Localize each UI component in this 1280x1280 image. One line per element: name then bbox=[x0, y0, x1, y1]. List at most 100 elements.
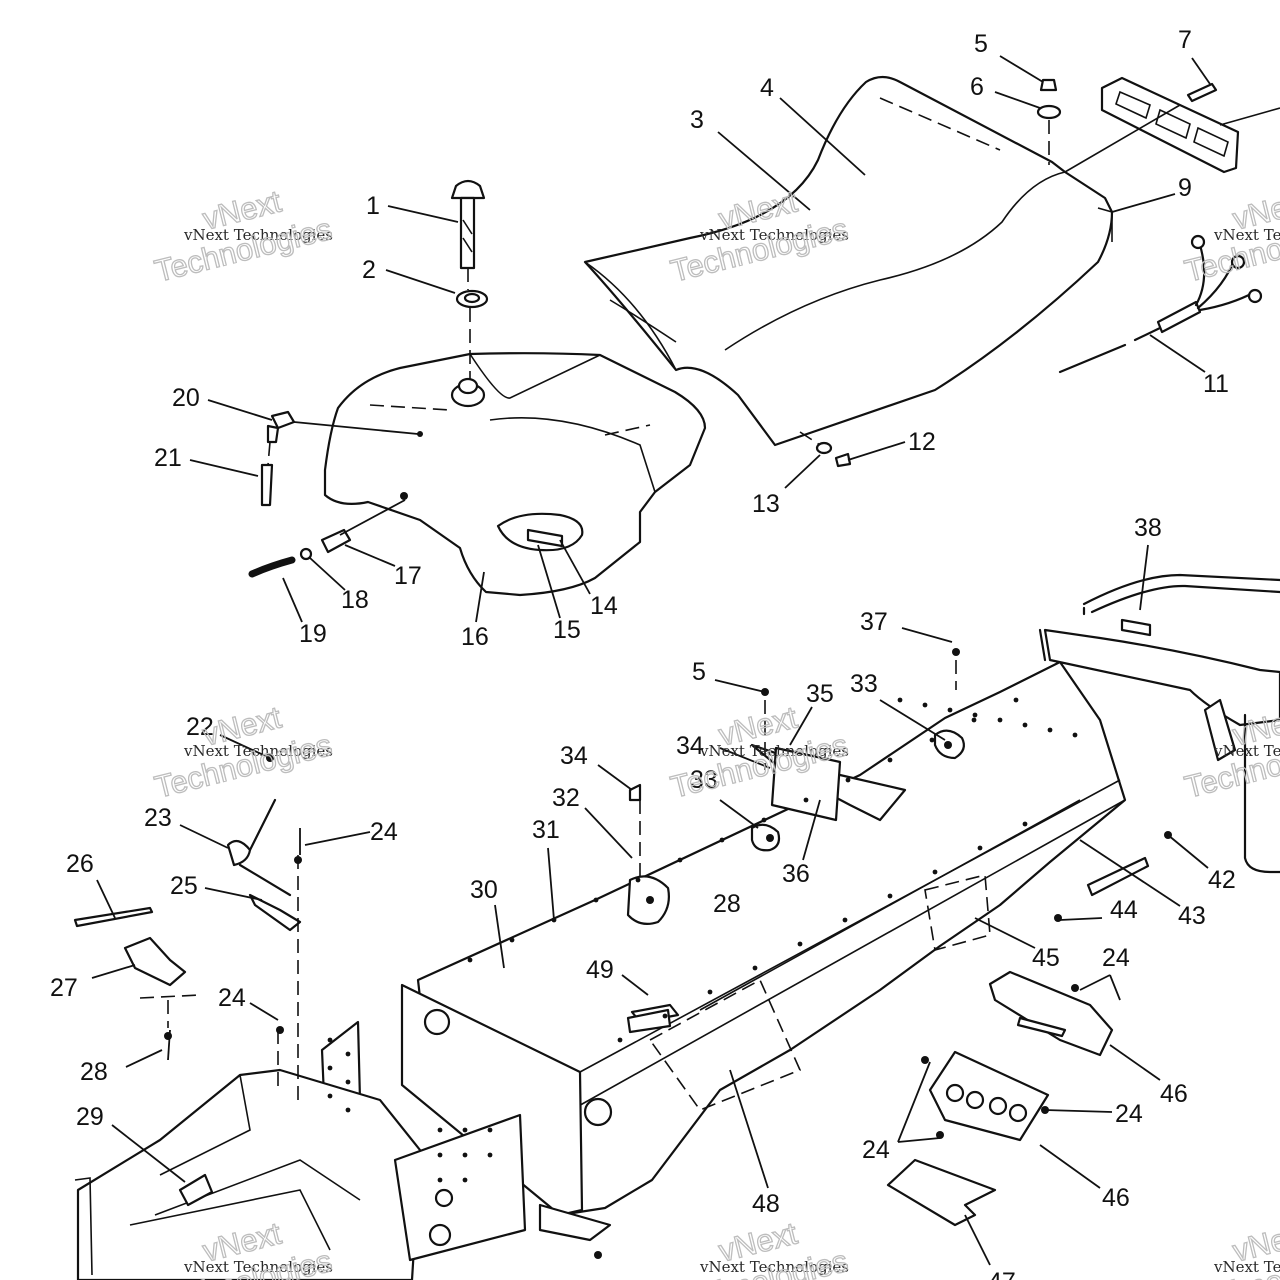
callout-21: 21 bbox=[154, 444, 182, 472]
rivet-dot bbox=[932, 869, 938, 875]
rivet-dot bbox=[997, 717, 1003, 723]
rivet-dot bbox=[752, 965, 758, 971]
callout-25: 25 bbox=[170, 872, 198, 900]
rivet-dot bbox=[845, 777, 851, 783]
rivet-dot bbox=[803, 797, 809, 803]
callout-2: 2 bbox=[362, 256, 376, 284]
rivet-dot bbox=[345, 1079, 351, 1085]
callout-14: 14 bbox=[590, 592, 618, 620]
callout-35: 35 bbox=[806, 680, 834, 708]
callout-5: 5 bbox=[974, 30, 988, 58]
rivet-dot bbox=[972, 712, 978, 718]
fasteners bbox=[139, 648, 1172, 1259]
rivet-dot bbox=[327, 1037, 333, 1043]
callout-7: 7 bbox=[1178, 26, 1192, 54]
rivet-dot bbox=[662, 1013, 668, 1019]
callout-28-b: 28 bbox=[80, 1058, 108, 1086]
callout-24-a: 24 bbox=[370, 818, 398, 846]
rivet-dots bbox=[327, 697, 1078, 1183]
callout-numbers: 1 2 3 4 5 6 7 9 11 12 13 14 15 16 17 18 … bbox=[50, 26, 1236, 1280]
svg-text:vNext Technologies: vNext Technologies bbox=[1213, 226, 1280, 244]
callout-31: 31 bbox=[532, 816, 560, 844]
callout-33-a: 33 bbox=[850, 670, 878, 698]
callout-24-b: 24 bbox=[218, 984, 246, 1012]
svg-text:vNext Technologies: vNext Technologies bbox=[1213, 742, 1280, 760]
tunnel-rear-section bbox=[1043, 573, 1280, 874]
callout-38: 38 bbox=[1134, 514, 1162, 542]
callout-34-a: 34 bbox=[560, 742, 588, 770]
rivet-dot bbox=[977, 845, 983, 851]
rivet-dot bbox=[437, 1127, 443, 1133]
callout-4: 4 bbox=[760, 74, 774, 102]
callout-27: 27 bbox=[50, 974, 78, 1002]
rivet-dot bbox=[707, 989, 713, 995]
rivet-dot bbox=[1013, 697, 1019, 703]
rivet-dot bbox=[345, 1107, 351, 1113]
seat bbox=[583, 75, 1114, 447]
front-frame bbox=[74, 983, 613, 1280]
callout-16: 16 bbox=[461, 623, 489, 651]
callout-5-b: 5 bbox=[692, 658, 706, 686]
rivet-dot bbox=[327, 1065, 333, 1071]
callout-28-a: 28 bbox=[713, 890, 741, 918]
callout-13: 13 bbox=[752, 490, 780, 518]
callout-18: 18 bbox=[341, 586, 369, 614]
callout-44: 44 bbox=[1110, 896, 1138, 924]
callout-37: 37 bbox=[860, 608, 888, 636]
rivet-dot bbox=[509, 937, 515, 943]
callout-46-b: 46 bbox=[1102, 1184, 1130, 1212]
callout-24-e: 24 bbox=[862, 1136, 890, 1164]
rivet-dot bbox=[462, 1152, 468, 1158]
svg-text:vNext Technologies: vNext Technologies bbox=[183, 742, 333, 760]
callout-49: 49 bbox=[586, 956, 614, 984]
rivet-dot bbox=[327, 1093, 333, 1099]
fuel-fittings bbox=[248, 410, 419, 578]
tail-light-bracket bbox=[1100, 76, 1280, 174]
rivet-dot bbox=[617, 1037, 623, 1043]
callout-23: 23 bbox=[144, 804, 172, 832]
rivet-dot bbox=[1022, 821, 1028, 827]
rivet-dot bbox=[677, 857, 683, 863]
callout-43: 43 bbox=[1178, 902, 1206, 930]
watermark: vNext vNext Technologies Technologies bbox=[151, 183, 336, 290]
rivet-dot bbox=[947, 707, 953, 713]
rivet-dot bbox=[487, 1152, 493, 1158]
rivet-dot bbox=[842, 917, 848, 923]
callout-30: 30 bbox=[470, 876, 498, 904]
rivet-dot bbox=[929, 737, 935, 743]
rivet-dot bbox=[897, 697, 903, 703]
rivet-dot bbox=[593, 897, 599, 903]
rivet-dot bbox=[467, 957, 473, 963]
rivet-dot bbox=[761, 817, 767, 823]
callout-3: 3 bbox=[690, 106, 704, 134]
callout-22: 22 bbox=[186, 713, 214, 741]
callout-11: 11 bbox=[1203, 370, 1229, 398]
brackets bbox=[73, 729, 965, 987]
rivet-dot bbox=[462, 1177, 468, 1183]
svg-text:vNext Technologies: vNext Technologies bbox=[699, 226, 849, 244]
callout-47: 47 bbox=[988, 1268, 1016, 1280]
rivet-dot bbox=[462, 1127, 468, 1133]
callout-32: 32 bbox=[552, 784, 580, 812]
callout-42: 42 bbox=[1208, 866, 1236, 894]
callout-33-b: 33 bbox=[690, 766, 718, 794]
svg-text:vNext Technologies: vNext Technologies bbox=[183, 1258, 333, 1276]
callout-29: 29 bbox=[76, 1103, 104, 1131]
rivet-dot bbox=[437, 1152, 443, 1158]
callout-9: 9 bbox=[1178, 174, 1192, 202]
rivet-dot bbox=[487, 1127, 493, 1133]
skid-plates bbox=[626, 743, 1150, 1227]
callout-17: 17 bbox=[394, 562, 422, 590]
rivet-dot bbox=[719, 837, 725, 843]
watermark: vNext vNext Technologies Technologies bbox=[151, 699, 336, 806]
rivet-dot bbox=[635, 877, 641, 883]
watermark: vNext vNext Technologies Technologies bbox=[1181, 1215, 1280, 1280]
wiring-harness bbox=[1058, 234, 1263, 374]
callout-26: 26 bbox=[66, 850, 94, 878]
callout-20: 20 bbox=[172, 384, 200, 412]
callout-36: 36 bbox=[782, 860, 810, 888]
callout-1: 1 bbox=[366, 192, 380, 220]
svg-text:vNext Technologies: vNext Technologies bbox=[183, 226, 333, 244]
callout-19: 19 bbox=[299, 620, 327, 648]
callout-48: 48 bbox=[752, 1190, 780, 1218]
